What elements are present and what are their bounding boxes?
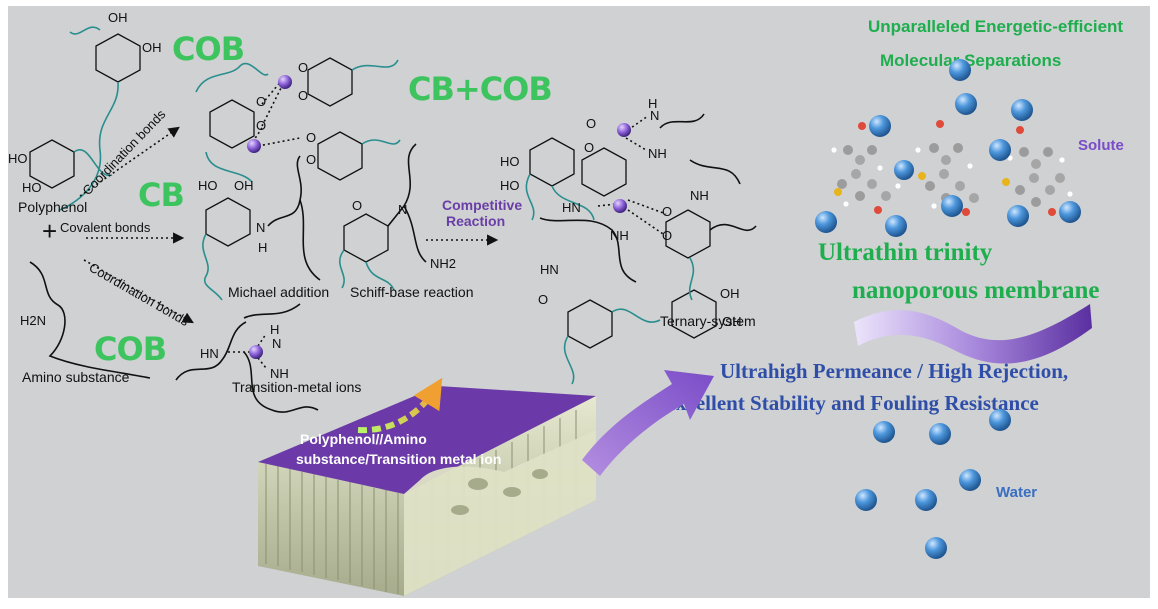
membrane-title-line1: Ultrathin trinity xyxy=(818,239,993,266)
atom-o: O xyxy=(662,204,672,219)
atom-o: O xyxy=(538,292,548,307)
atom-hn: HN xyxy=(562,200,581,215)
membrane-title-line2: nanoporous membrane xyxy=(852,277,1100,304)
coordination-complex-top xyxy=(195,57,401,183)
metal-ion xyxy=(617,123,631,137)
metal-ion xyxy=(247,139,261,153)
atom-n: N xyxy=(398,202,407,217)
atom-ho: HO xyxy=(8,151,28,166)
atom-h: H xyxy=(258,240,267,255)
membrane-ribbon xyxy=(854,304,1092,364)
badge-cb-middle: CB xyxy=(138,176,184,214)
support-substrate xyxy=(258,386,596,596)
badge-cob-bottom: COB xyxy=(94,330,166,368)
metal-ion xyxy=(278,75,292,89)
substrate-label-line2: substance/Transition metal ion xyxy=(296,451,501,467)
solute-molecules xyxy=(831,120,1073,216)
substrate-label-line1: Polyphenol//Amino xyxy=(300,431,427,447)
water-molecules-top xyxy=(815,59,1081,237)
solute-molecule xyxy=(1002,126,1073,216)
atom-o: O xyxy=(306,152,316,167)
performance-line2: Excellent Stability and Fouling Resistan… xyxy=(662,391,1039,415)
label-reaction: Reaction xyxy=(446,213,505,229)
atom-oh: OH xyxy=(234,178,254,193)
atom-o: O xyxy=(586,116,596,131)
atom-n: N xyxy=(256,220,265,235)
atom-ho: HO xyxy=(198,178,218,193)
atom-oh: OH xyxy=(142,40,162,55)
atom-oh: OH xyxy=(722,314,742,329)
atom-h: H xyxy=(648,96,657,111)
atom-ho: HO xyxy=(500,154,520,169)
atom-ho: HO xyxy=(500,178,520,193)
label-covalent-bonds: Covalent bonds xyxy=(60,220,151,235)
atom-oh: OH xyxy=(108,10,128,25)
atom-o: O xyxy=(256,94,266,109)
label-polyphenol: Polyphenol xyxy=(18,199,87,215)
atom-o: O xyxy=(298,60,308,75)
atom-nh: NH xyxy=(270,366,289,381)
glow-arrow xyxy=(357,377,443,434)
water-molecules-bottom xyxy=(855,409,1011,559)
label-ternary-system: Ternary-system xyxy=(660,313,756,329)
atom-nh: NH xyxy=(690,188,709,203)
atom-n: N xyxy=(650,108,659,123)
metal-ion xyxy=(249,345,263,359)
atom-h2n: H2N xyxy=(20,313,46,328)
atom-hn: HN xyxy=(200,346,219,361)
atom-nh: NH xyxy=(648,146,667,161)
amino-chain xyxy=(29,261,151,379)
headline-line2: Molecular Separations xyxy=(880,51,1061,70)
performance-line1: Ultrahigh Permeance / High Rejection, xyxy=(720,359,1068,383)
polyphenol-molecule xyxy=(29,26,141,211)
plus-sign: + xyxy=(42,216,57,246)
atom-h: H xyxy=(270,322,279,337)
label-amino-substance: Amino substance xyxy=(22,369,130,385)
ternary-system-structure xyxy=(525,113,757,385)
atom-nh2: NH2 xyxy=(430,256,456,271)
solute-molecule xyxy=(831,122,901,214)
atom-ho: HO xyxy=(22,180,42,195)
atom-o: O xyxy=(306,130,316,145)
label-competitive: Competitive xyxy=(442,197,522,213)
schiff-base-molecule xyxy=(338,143,427,291)
atom-oh: OH xyxy=(720,286,740,301)
atom-hn: HN xyxy=(540,262,559,277)
label-michael-addition: Michael addition xyxy=(228,284,329,300)
arrow-coordination-bottom xyxy=(83,259,194,324)
atom-o: O xyxy=(352,198,362,213)
legend-solute: Solute xyxy=(1078,137,1124,154)
metal-ion xyxy=(613,199,627,213)
big-arrow-to-membrane xyxy=(582,370,714,476)
badge-cob-top: COB xyxy=(172,30,244,68)
atom-n: N xyxy=(272,336,281,351)
atom-o: O xyxy=(256,118,266,133)
michael-addition-product xyxy=(202,155,321,301)
atom-o: O xyxy=(298,88,308,103)
badge-cb-cob: CB+COB xyxy=(408,70,552,108)
legend-water: Water xyxy=(996,484,1037,501)
transition-metal-complex xyxy=(175,303,319,413)
atom-o: O xyxy=(584,140,594,155)
headline-line1: Unparalleled Energetic-efficient xyxy=(868,17,1123,36)
label-transition-metal-ions: Transition-metal ions xyxy=(232,379,361,395)
atom-nh: NH xyxy=(610,228,629,243)
atom-o: O xyxy=(662,228,672,243)
label-schiff-base-reaction: Schiff-base reaction xyxy=(350,284,473,300)
solute-molecule xyxy=(915,120,979,216)
